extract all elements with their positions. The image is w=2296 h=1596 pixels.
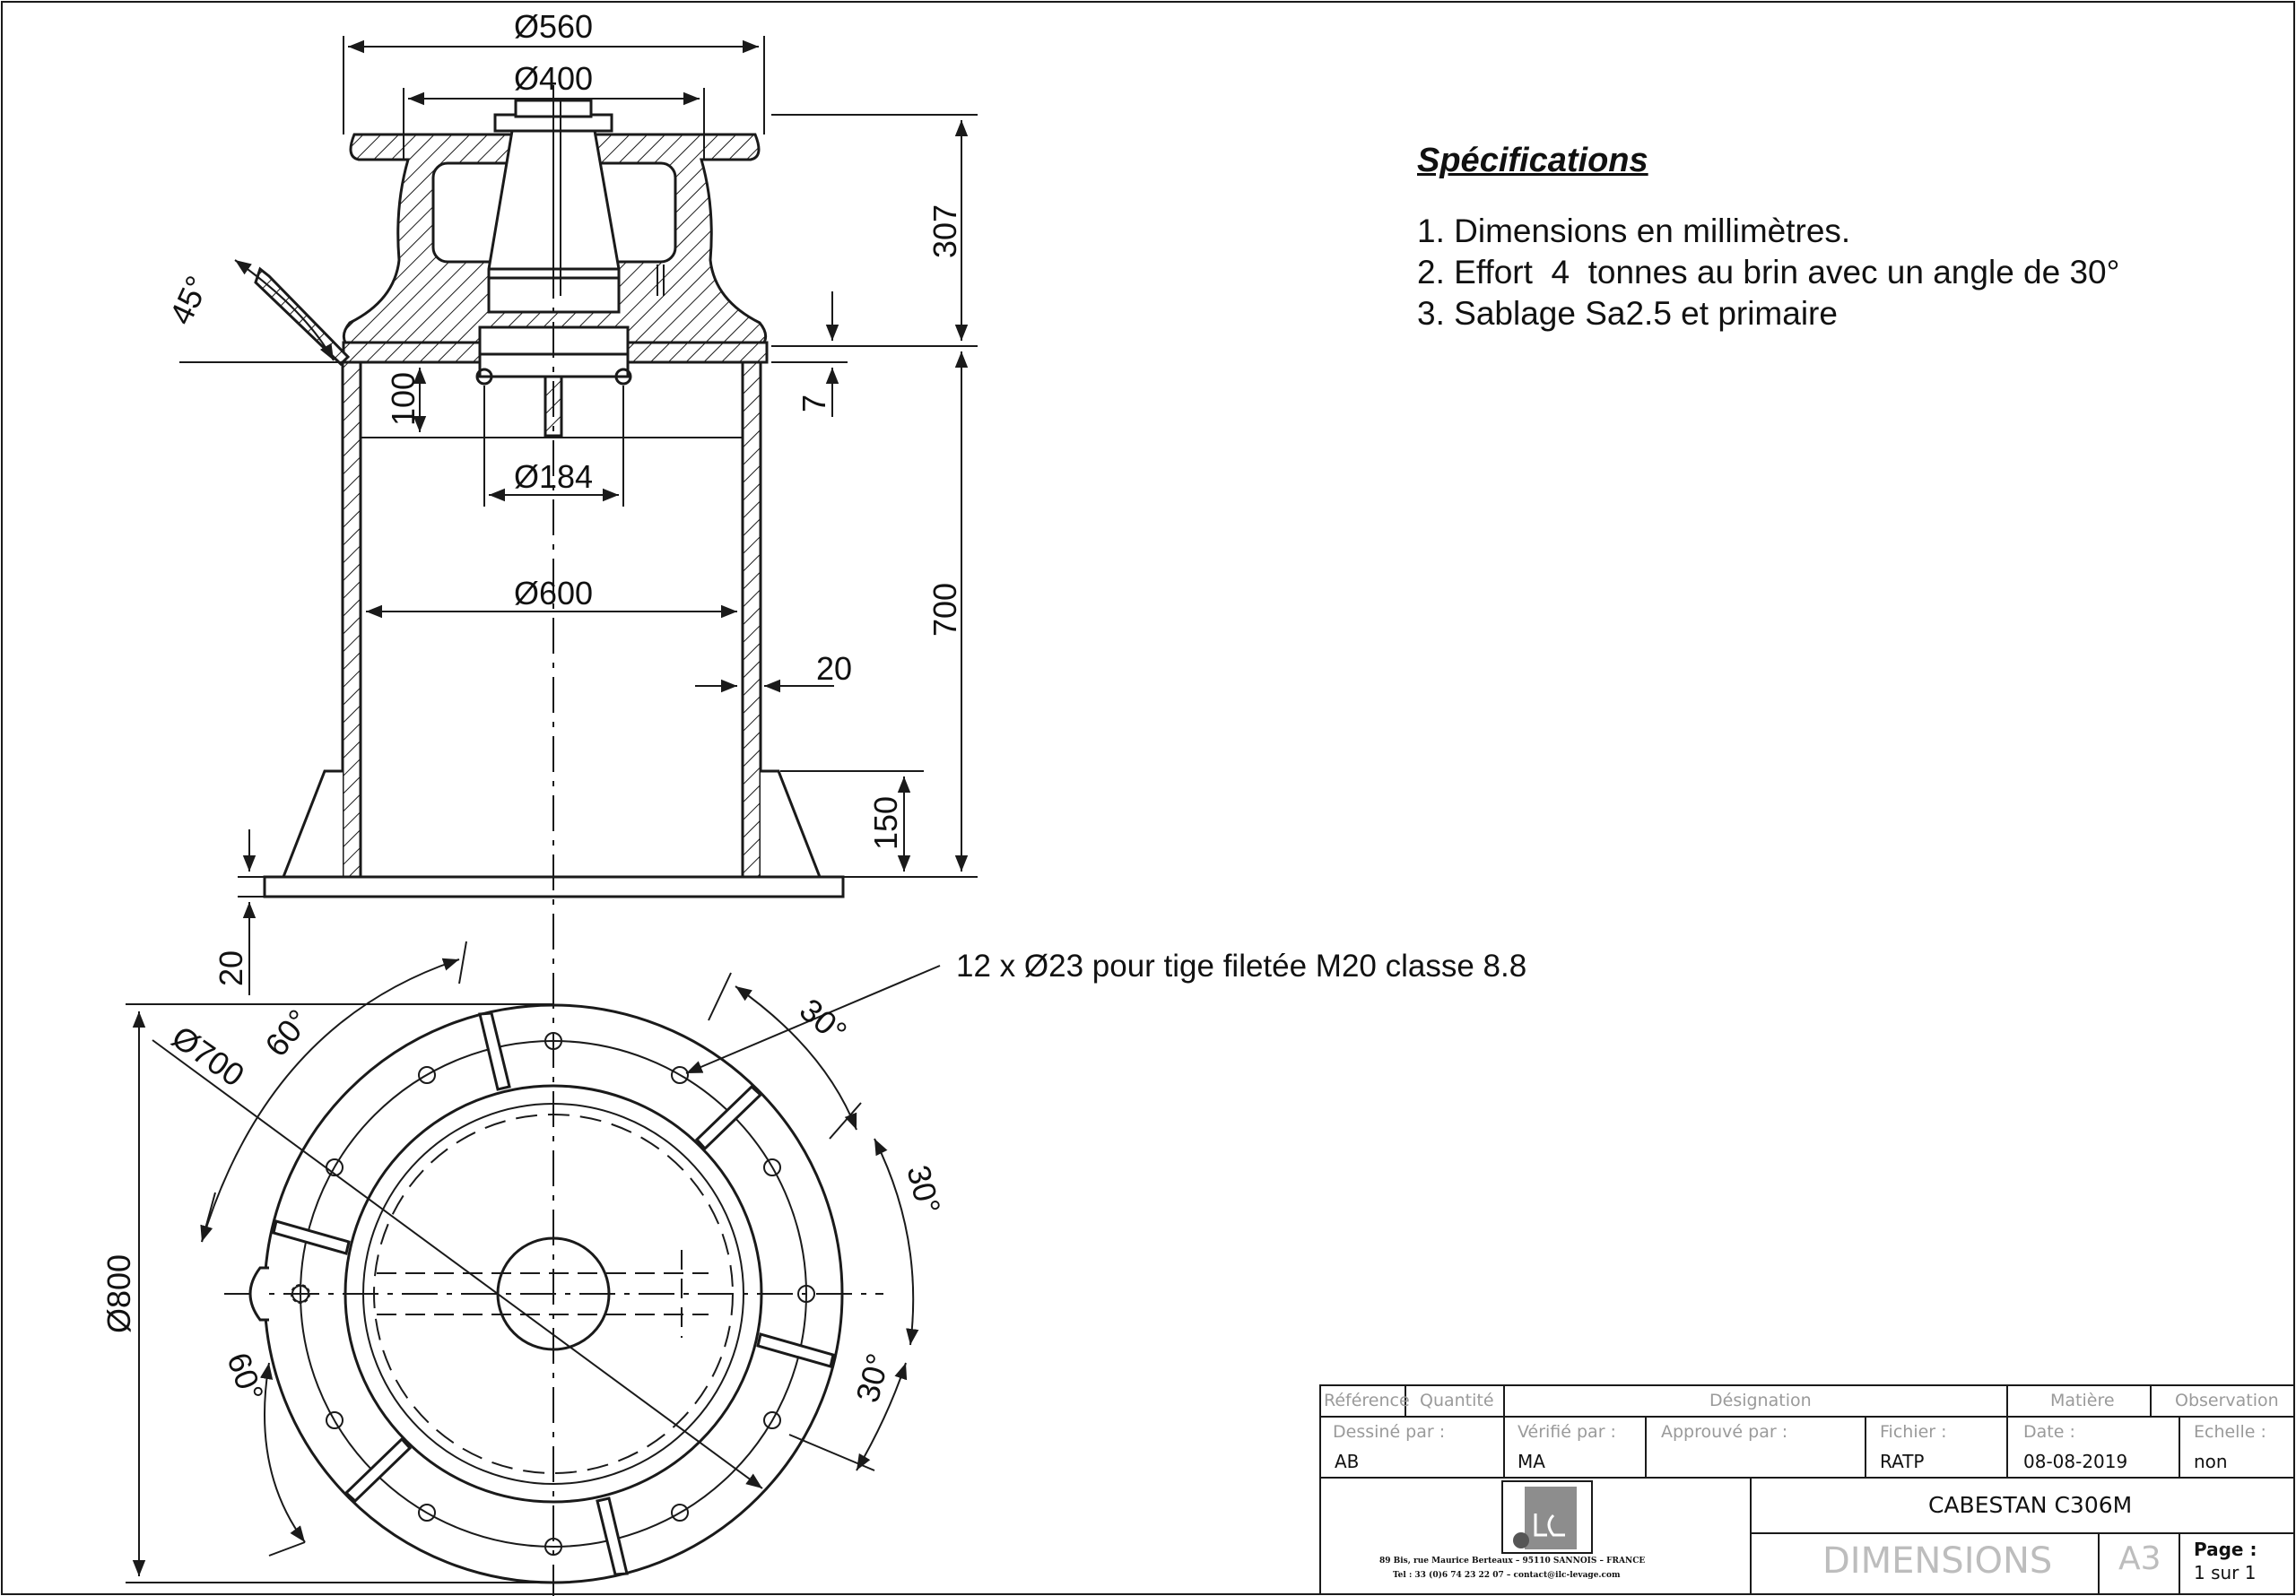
dim-angle30-a: 30° bbox=[793, 991, 854, 1050]
tb-header-verifie-par: Vérifié par : bbox=[1518, 1422, 1616, 1442]
tb-address-line2: Tel : 33 (0)6 74 23 22 07 – contact@ilc-… bbox=[1393, 1571, 1621, 1580]
tb-value-page: 1 sur 1 bbox=[2194, 1562, 2257, 1583]
tb-value-fichier: RATP bbox=[1880, 1451, 1925, 1472]
specifications-title: Spécifications bbox=[1417, 142, 1648, 179]
dim-d700: Ø700 bbox=[165, 1019, 251, 1094]
dim-h307: 307 bbox=[926, 204, 963, 258]
tb-header-dessine-par: Dessiné par : bbox=[1333, 1422, 1446, 1442]
dim-d600: Ø600 bbox=[514, 575, 593, 612]
dim-d400: Ø400 bbox=[514, 60, 593, 97]
tb-header-designation: Désignation bbox=[1709, 1391, 1812, 1410]
tb-value-echelle: non bbox=[2194, 1451, 2228, 1472]
tb-header-approuve-par: Approuvé par : bbox=[1661, 1422, 1788, 1442]
elevation-view bbox=[254, 85, 845, 1596]
tb-product-name: CABESTAN C306M bbox=[1928, 1492, 2133, 1518]
specifications-block: Spécifications 1. Dimensions en millimèt… bbox=[1417, 142, 2224, 334]
tb-header-observation: Observation bbox=[2175, 1391, 2279, 1410]
dim-h700: 700 bbox=[926, 583, 963, 637]
spec-item-2: 2. Effort 4 tonnes au brin avec un angle… bbox=[1417, 254, 2120, 291]
dim-angle45: 45° bbox=[162, 270, 216, 330]
company-logo bbox=[1501, 1480, 1593, 1554]
tb-header-echelle: Echelle : bbox=[2194, 1422, 2266, 1442]
plan-dimensions bbox=[126, 941, 941, 1583]
tb-header-date: Date : bbox=[2023, 1422, 2075, 1442]
tb-sheet-title: DIMENSIONS bbox=[1822, 1540, 2053, 1582]
spec-item-1: 1. Dimensions en millimètres. bbox=[1417, 213, 1851, 249]
bolt-hole-note: 12 x Ø23 pour tige filetée M20 classe 8.… bbox=[956, 949, 1527, 984]
dim-w20-wall: 20 bbox=[816, 650, 852, 687]
title-block-grid bbox=[1319, 1384, 2295, 1595]
tb-header-reference: Référence bbox=[1324, 1391, 1410, 1410]
dim-h100: 100 bbox=[385, 372, 422, 426]
tb-header-quantite: Quantité bbox=[1420, 1391, 1494, 1410]
tb-header-page: Page : bbox=[2194, 1539, 2257, 1560]
tb-address-line1: 89 Bis, rue Maurice Berteaux – 95110 SAN… bbox=[1379, 1557, 1646, 1566]
dim-h150: 150 bbox=[867, 796, 904, 850]
dim-h20-base: 20 bbox=[213, 950, 249, 986]
column-wall-left bbox=[341, 360, 362, 879]
plan-lug bbox=[248, 1266, 269, 1322]
tb-format: A3 bbox=[2118, 1540, 2161, 1577]
tb-value-date: 08-08-2019 bbox=[2023, 1451, 2128, 1472]
dim-angle30-b: 30° bbox=[900, 1161, 948, 1218]
spec-item-3: 3. Sablage Sa2.5 et primaire bbox=[1417, 295, 1838, 332]
tb-value-verifie-par: MA bbox=[1518, 1451, 1545, 1472]
tb-value-dessine-par: AB bbox=[1335, 1451, 1360, 1472]
dim-angle60-bottom: 60° bbox=[220, 1348, 271, 1406]
gusset-left bbox=[281, 769, 343, 879]
tb-header-fichier: Fichier : bbox=[1880, 1422, 1947, 1442]
gusset-right bbox=[761, 769, 822, 879]
dim-d800: Ø800 bbox=[100, 1254, 137, 1333]
dim-angle60-top: 60° bbox=[257, 1002, 317, 1063]
dim-d560: Ø560 bbox=[514, 8, 593, 45]
dim-h7: 7 bbox=[796, 395, 832, 412]
dim-d184: Ø184 bbox=[514, 458, 593, 495]
tb-header-matiere: Matière bbox=[2050, 1391, 2115, 1410]
column-wall-right bbox=[741, 360, 762, 879]
dim-angle30-c: 30° bbox=[848, 1349, 897, 1406]
